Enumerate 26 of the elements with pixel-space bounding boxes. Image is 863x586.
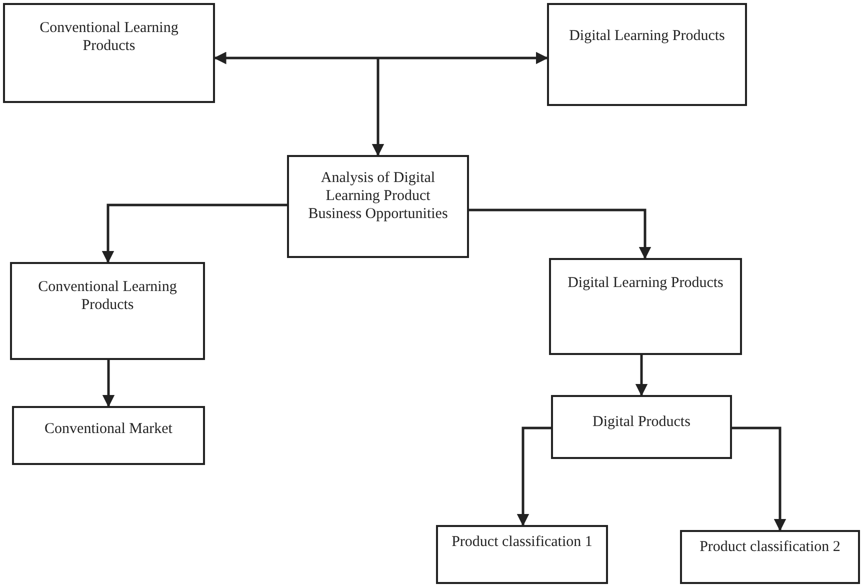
box-label: Digital Products bbox=[592, 413, 690, 431]
box-label: Conventional Market bbox=[44, 420, 172, 438]
box-label: Digital Learning Products bbox=[568, 274, 724, 292]
arrow bbox=[102, 360, 115, 408]
process-box bbox=[547, 3, 747, 106]
process-box bbox=[680, 530, 860, 584]
arrow bbox=[635, 355, 648, 396]
process-box bbox=[12, 406, 205, 465]
arrow bbox=[102, 204, 287, 264]
box-label: Product classification 1 bbox=[452, 533, 592, 551]
arrow bbox=[732, 426, 786, 532]
process-box bbox=[10, 262, 205, 360]
arrow bbox=[214, 52, 548, 64]
box-label: Digital Learning Products bbox=[569, 27, 725, 45]
process-box bbox=[549, 258, 742, 355]
box-label: Product classification 2 bbox=[700, 538, 840, 556]
box-label: Analysis of Digital Learning Product Business Opportunities bbox=[307, 169, 449, 223]
process-box bbox=[551, 395, 732, 459]
arrow bbox=[516, 426, 551, 526]
arrow bbox=[372, 58, 384, 156]
process-box bbox=[287, 155, 469, 258]
box-label: Conventional Learning Products bbox=[37, 278, 178, 314]
box-label: Conventional Learning Products bbox=[38, 19, 180, 55]
arrow bbox=[469, 208, 652, 260]
process-box bbox=[3, 3, 215, 103]
process-box bbox=[436, 525, 608, 584]
